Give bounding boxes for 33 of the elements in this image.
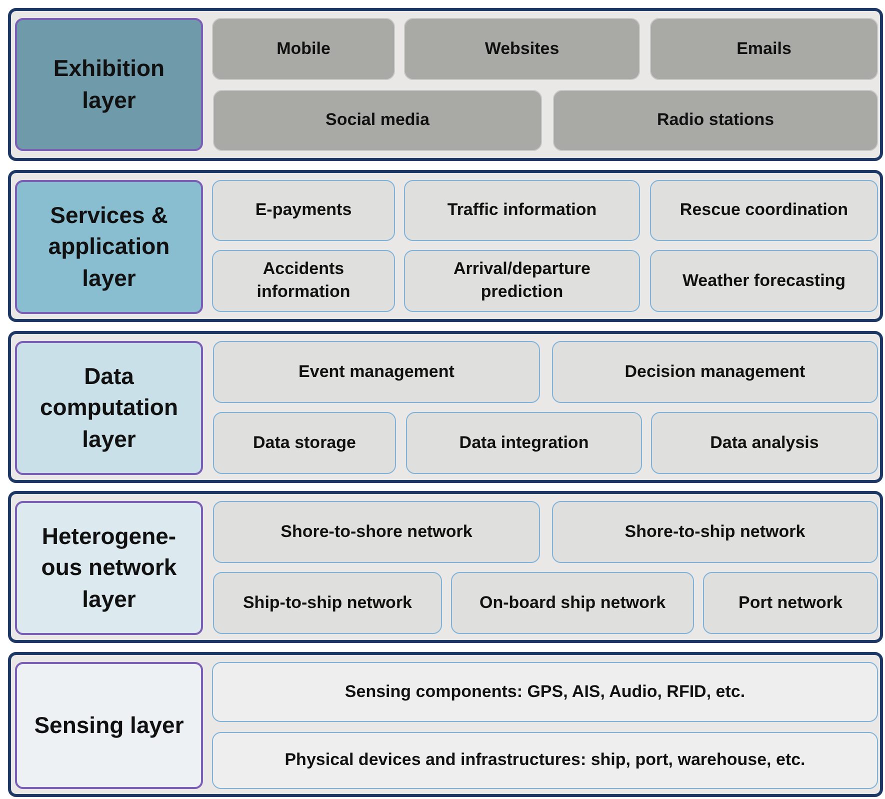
layer-label: Exhibition layer (15, 18, 203, 151)
component-box: Ship-to-ship network (213, 572, 442, 634)
layer-label: Services & application layer (15, 180, 203, 314)
layer-panel (8, 8, 883, 161)
component-box: On-board ship network (451, 572, 694, 634)
component-box: Data storage (213, 412, 396, 474)
component-box: Weather forecasting (650, 250, 878, 312)
component-box: Mobile (212, 18, 395, 80)
layer-label: Sensing layer (15, 662, 203, 789)
layer-panel (8, 652, 883, 797)
component-box: E-payments (212, 180, 395, 241)
layer-label: Heterogene- ous network layer (15, 501, 203, 635)
component-box: Port network (703, 572, 878, 634)
component-box: Traffic information (404, 180, 640, 241)
component-box: Rescue coordination (650, 180, 878, 241)
component-box: Event management (213, 341, 540, 403)
component-box: Websites (404, 18, 640, 80)
component-box: Data integration (406, 412, 642, 474)
component-box: Emails (650, 18, 878, 80)
component-box: Shore-to-shore network (213, 501, 540, 563)
component-box: Decision management (552, 341, 878, 403)
component-box: Shore-to-ship network (552, 501, 878, 563)
component-box: Arrival/departure prediction (404, 250, 640, 312)
component-box: Accidents information (212, 250, 395, 312)
component-box: Radio stations (553, 90, 878, 151)
layer-panel (8, 331, 883, 483)
component-box: Social media (213, 90, 542, 151)
layer-panel (8, 491, 883, 643)
layer-panel (8, 170, 883, 322)
component-box: Physical devices and infrastructures: ship, port, warehouse, etc. (212, 732, 878, 789)
component-box: Sensing components: GPS, AIS, Audio, RFID, etc. (212, 662, 878, 722)
component-box: Data analysis (651, 412, 878, 474)
layer-label: Data computation layer (15, 341, 203, 475)
